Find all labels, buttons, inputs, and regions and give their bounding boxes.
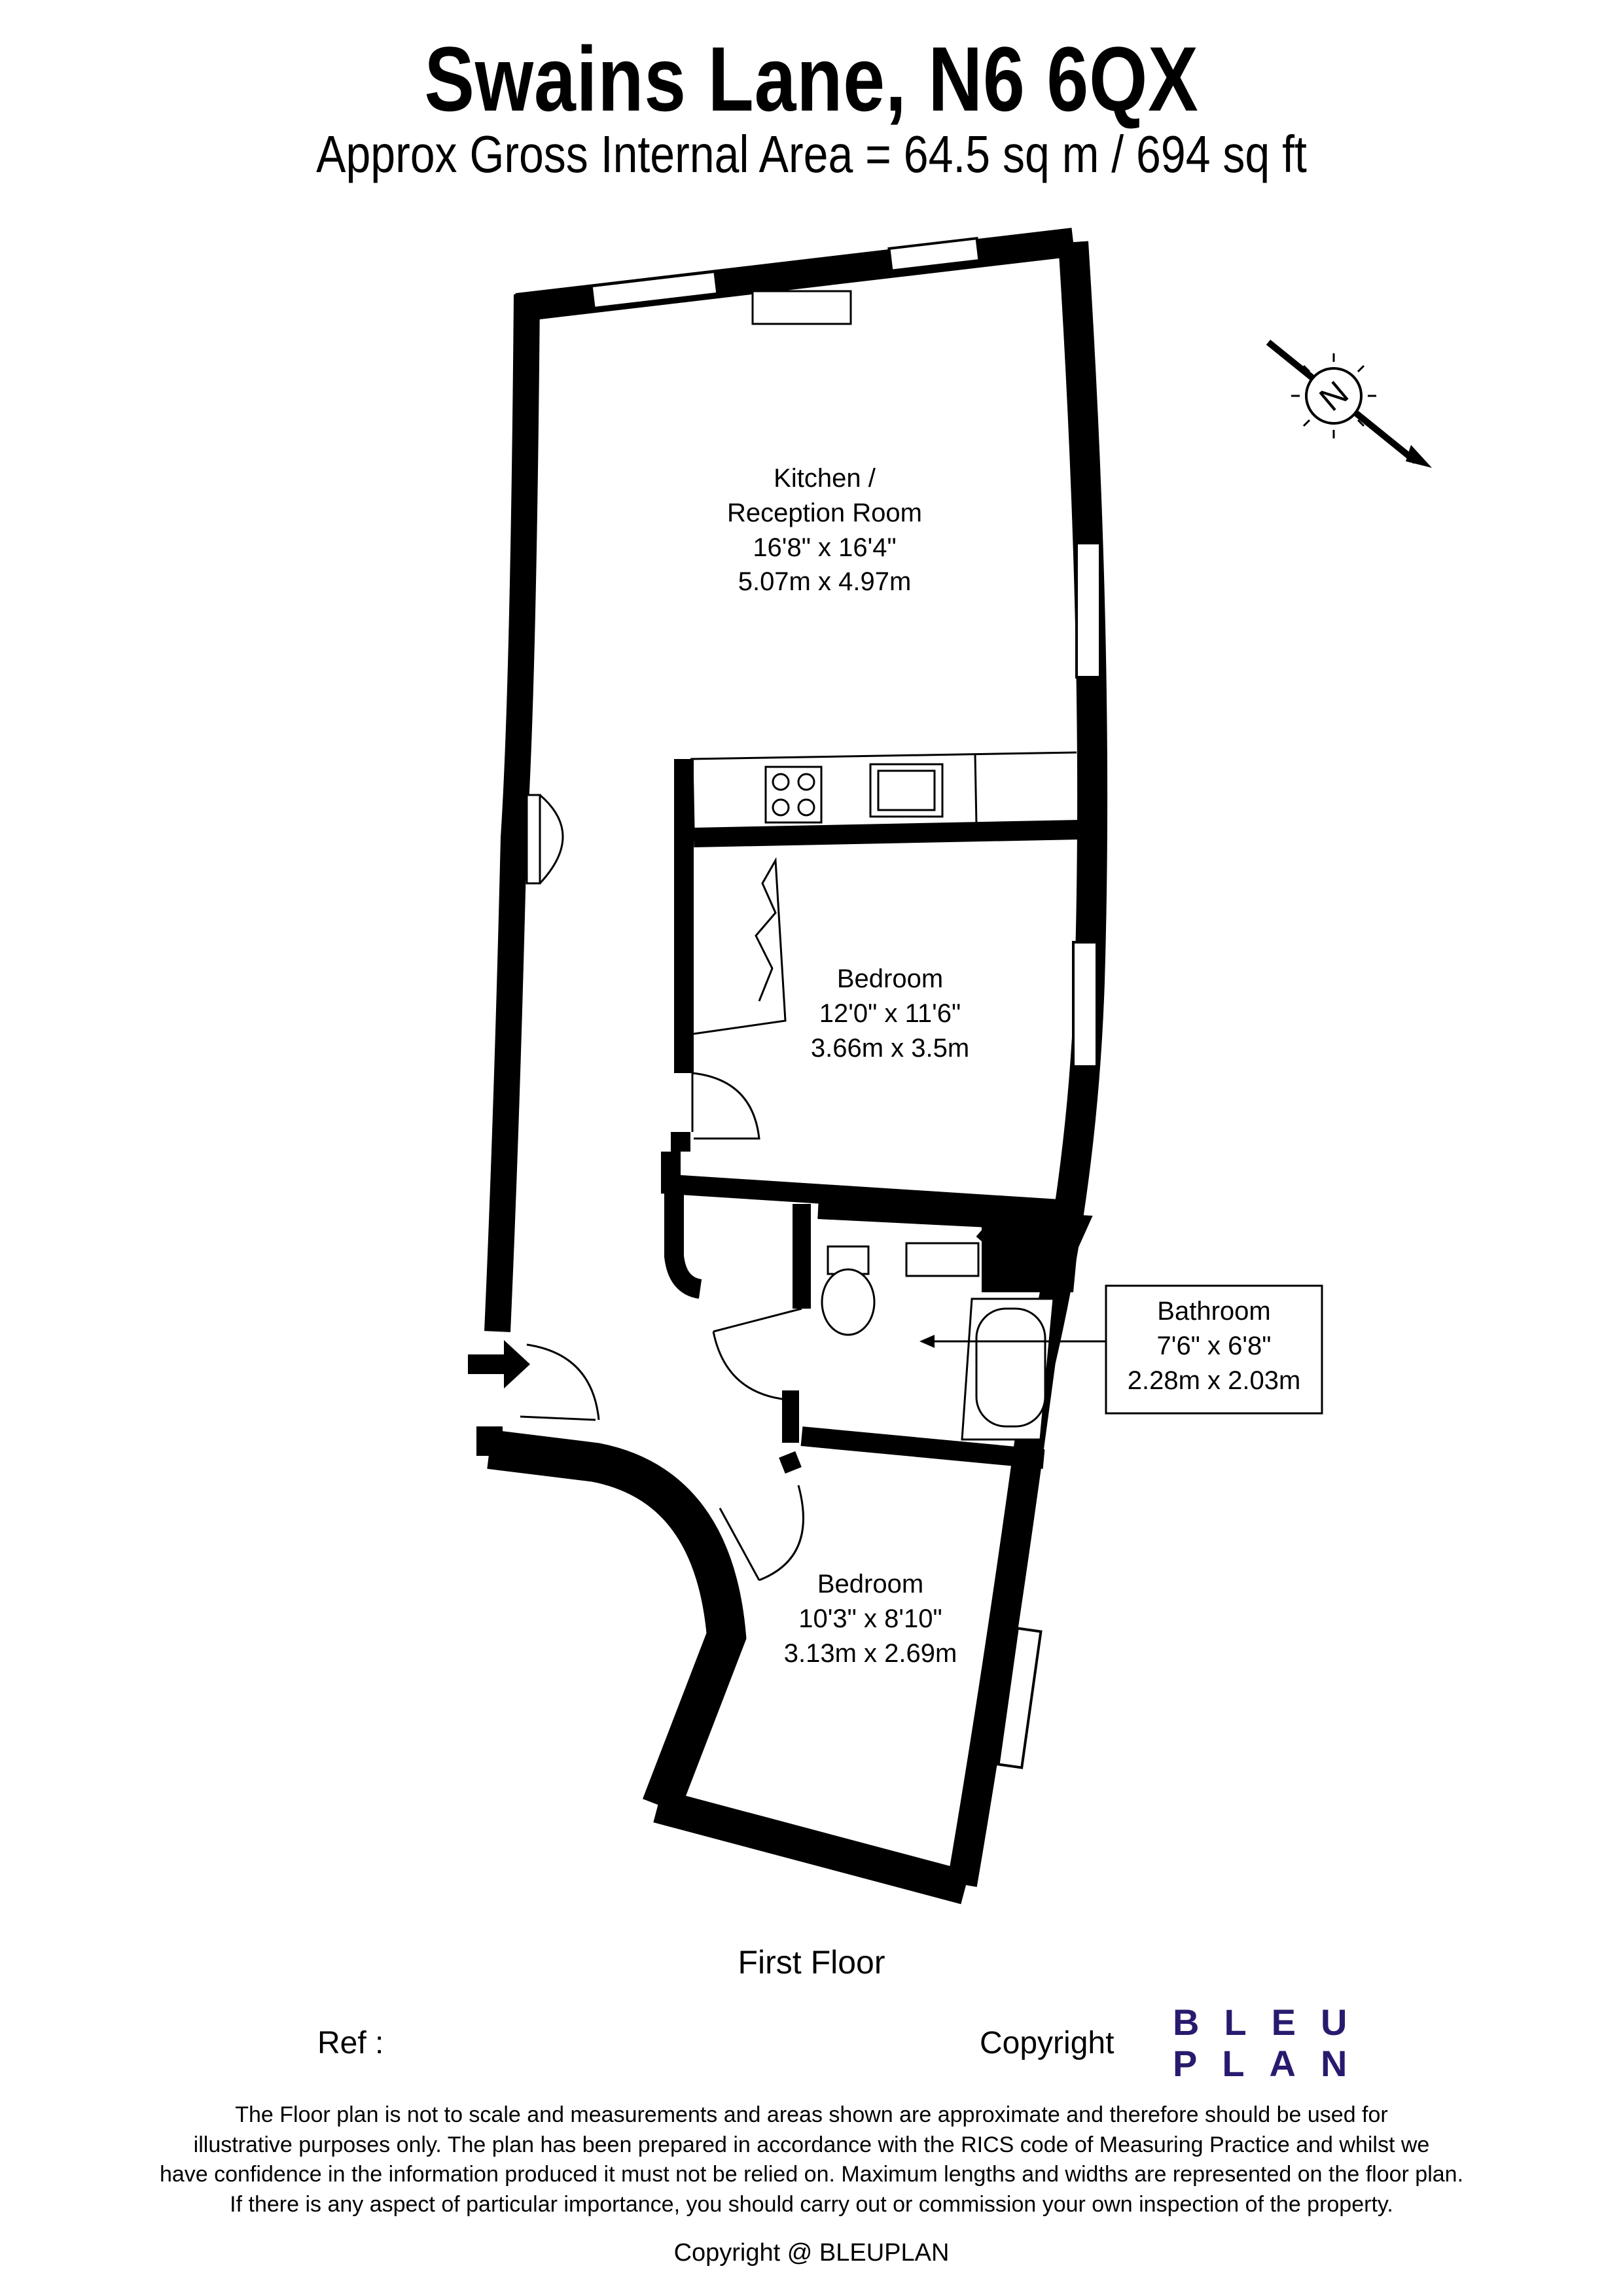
disclaimer: The Floor plan is not to scale and measu…: [92, 2100, 1531, 2219]
window-bedroom2-right: [997, 1627, 1043, 1769]
hob-icon: [764, 766, 823, 824]
ref-label: Ref :: [317, 2026, 384, 2060]
bleuplan-logo: BLEU PLAN: [1173, 2002, 1372, 2084]
basin-icon: [905, 1242, 980, 1277]
room-label-bathroom: Bathroom 7'6" x 6'8" 2.28m x 2.03m: [1128, 1294, 1301, 1398]
floor-label: First Floor: [738, 1944, 885, 1981]
room-label-kitchen: Kitchen / Reception Room 16'8" x 16'4" 5…: [727, 461, 922, 599]
room-imperial: 10'3" x 8'10": [798, 1604, 942, 1633]
room-imperial: 16'8" x 16'4": [753, 533, 897, 562]
kitchen-counter: [690, 751, 1077, 828]
room-metric: 3.66m x 3.5m: [810, 1033, 970, 1063]
interior-walls: [661, 759, 1093, 1474]
window-kitchen-right: [1075, 542, 1101, 679]
wardrobe: [693, 857, 787, 1035]
fireplace: [751, 290, 852, 325]
room-label-bedroom-1: Bedroom 12'0" x 11'6" 3.66m x 3.5m: [811, 962, 969, 1065]
copyright-credit: Copyright @ BLEUPLAN: [673, 2239, 950, 2267]
window-bedroom1-right: [1072, 941, 1098, 1068]
plan-title: Swains Lane, N6 6QX: [424, 27, 1199, 130]
disclaimer-line: The Floor plan is not to scale and measu…: [235, 2102, 1388, 2127]
windows: [590, 236, 1101, 1769]
logo-line-1: BLEU: [1173, 2002, 1372, 2043]
door-bedroom1: [691, 1072, 760, 1140]
room-name: Bathroom: [1157, 1297, 1271, 1326]
bathroom-callout-box: [1105, 1284, 1323, 1415]
logo-line-2: PLAN: [1173, 2042, 1372, 2084]
door-bedroom2: [719, 1485, 804, 1581]
disclaimer-line: have confidence in the information produ…: [159, 2162, 1464, 2187]
door-hall-side: [526, 794, 541, 885]
room-imperial: 12'0" x 11'6": [819, 998, 961, 1028]
window-top-left: [590, 270, 719, 310]
bathroom-fixtures: [821, 1242, 1055, 1441]
copyright-label: Copyright: [980, 2026, 1115, 2060]
room-name: Kitchen / Reception Room: [727, 464, 922, 527]
room-name: Bedroom: [817, 1570, 924, 1598]
room-imperial: 7'6" x 6'8": [1156, 1331, 1272, 1360]
door-bathroom: [712, 1307, 802, 1402]
area-subtitle: Approx Gross Internal Area = 64.5 sq m /…: [316, 125, 1307, 183]
room-name: Bedroom: [836, 964, 944, 993]
disclaimer-line: illustrative purposes only. The plan has…: [193, 2132, 1430, 2157]
room-metric: 2.28m x 2.03m: [1127, 1366, 1301, 1395]
disclaimer-line: If there is any aspect of particular imp…: [230, 2191, 1393, 2217]
window-top-right: [887, 236, 981, 272]
toilet-icon: [821, 1268, 876, 1336]
doors: [520, 794, 804, 1581]
room-metric: 3.13m x 2.69m: [783, 1638, 957, 1668]
sink-icon: [869, 763, 944, 818]
entrance-arrow-icon: [468, 1340, 530, 1388]
door-entrance: [520, 1343, 600, 1421]
room-label-bedroom-2: Bedroom 10'3" x 8'10" 3.13m x 2.69m: [784, 1567, 957, 1670]
room-metric: 5.07m x 4.97m: [738, 567, 912, 597]
compass-icon: N: [1266, 340, 1432, 468]
